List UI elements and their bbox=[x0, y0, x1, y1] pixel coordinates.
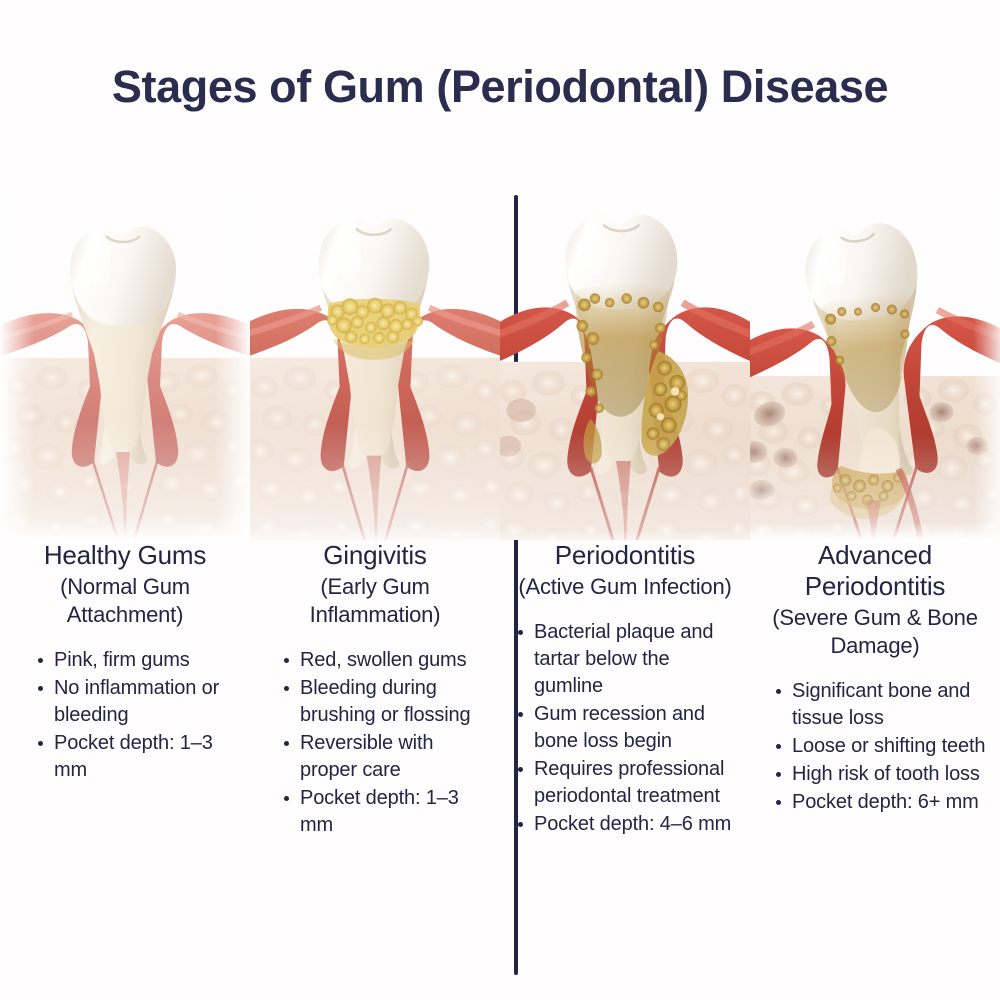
healthy-tooth-illustration bbox=[0, 190, 250, 540]
stage-heading: Advanced Periodontitis bbox=[804, 540, 946, 601]
stage-text-healthy-gums: Healthy Gums (Normal Gum Attachment) Pin… bbox=[0, 540, 250, 785]
stage-column-gingivitis: Gingivitis (Early Gum Inflammation) Red,… bbox=[250, 190, 518, 980]
page-title: Stages of Gum (Periodontal) Disease bbox=[111, 61, 889, 113]
column-divider-1 bbox=[514, 195, 518, 975]
gingivitis-tooth-illustration bbox=[250, 190, 500, 540]
list-item: Pocket depth: 1–3 mm bbox=[284, 785, 488, 839]
list-item: Pocket depth: 4–6 mm bbox=[518, 811, 742, 838]
stage-bullet-list: Red, swollen gums Bleeding during brushi… bbox=[258, 647, 492, 839]
list-item: Reversible with proper care bbox=[284, 730, 488, 784]
stage-text-periodontitis: Periodontitis (Active Gum Infection) Bac… bbox=[500, 540, 750, 839]
tartar-band bbox=[327, 297, 423, 360]
list-item: Requires professional periodontal treatm… bbox=[518, 756, 742, 810]
stage-subheading: (Severe Gum & Bone Damage) bbox=[772, 605, 978, 658]
stage-column-periodontitis: Periodontitis (Active Gum Infection) Bac… bbox=[500, 190, 750, 980]
list-item: Loose or shifting teeth bbox=[776, 733, 988, 760]
stage-text-gingivitis: Gingivitis (Early Gum Inflammation) Red,… bbox=[250, 540, 500, 840]
list-item: Pocket depth: 1–3 mm bbox=[38, 730, 238, 784]
list-item: Pocket depth: 6+ mm bbox=[776, 789, 988, 816]
stage-subheading: (Active Gum Infection) bbox=[518, 574, 732, 599]
stage-bullet-list: Pink, firm gums No inflammation or bleed… bbox=[8, 647, 242, 784]
list-item: Bleeding during brushing or flossing bbox=[284, 675, 488, 729]
stage-column-healthy-gums: Healthy Gums (Normal Gum Attachment) Pin… bbox=[0, 190, 250, 980]
stage-bullet-list: Significant bone and tissue loss Loose o… bbox=[758, 678, 992, 816]
stage-text-advanced-periodontitis: Advanced Periodontitis (Severe Gum & Bon… bbox=[750, 540, 1000, 817]
stage-subheading: (Normal Gum Attachment) bbox=[60, 574, 190, 627]
list-item: Bacterial plaque and tartar below the gu… bbox=[518, 619, 742, 700]
stage-heading: Healthy Gums bbox=[43, 540, 207, 570]
stage-heading: Periodontitis bbox=[554, 540, 696, 570]
list-item: Gum recession and bone loss begin bbox=[518, 701, 742, 755]
list-item: Significant bone and tissue loss bbox=[776, 678, 988, 732]
stage-subheading: (Early Gum Inflammation) bbox=[309, 574, 441, 627]
list-item: No inflammation or bleeding bbox=[38, 675, 238, 729]
list-item: High risk of tooth loss bbox=[776, 761, 988, 788]
advanced-periodontitis-tooth-illustration bbox=[750, 190, 1000, 540]
stage-column-advanced-periodontitis: Advanced Periodontitis (Severe Gum & Bon… bbox=[750, 190, 1000, 980]
stage-bullet-list: Bacterial plaque and tartar below the gu… bbox=[504, 619, 746, 838]
stage-heading: Gingivitis bbox=[323, 540, 427, 570]
list-item: Pink, firm gums bbox=[38, 647, 238, 674]
stages-container: Healthy Gums (Normal Gum Attachment) Pin… bbox=[0, 190, 1000, 980]
periodontitis-tooth-illustration bbox=[500, 190, 750, 540]
list-item: Red, swollen gums bbox=[284, 647, 488, 674]
